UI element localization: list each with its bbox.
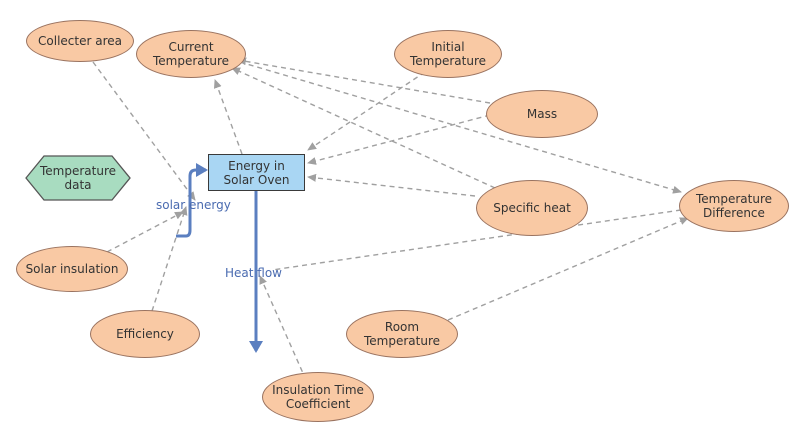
collecter-area-node[interactable]: Collecter area: [26, 20, 134, 62]
insulation-time-coefficient-node[interactable]: Insulation Time Coefficient: [262, 372, 374, 422]
link-collecter-area-to-solar-energy: [92, 61, 196, 201]
link-insulation-coefficient-to-heat-flow: [259, 275, 307, 381]
energy-in-solar-oven-stock[interactable]: Energy in Solar Oven: [208, 154, 305, 191]
solar-insulation-node[interactable]: Solar insulation: [16, 246, 128, 292]
specific-heat-node[interactable]: Specific heat: [476, 180, 588, 236]
temperature-difference-node[interactable]: Temperature Difference: [679, 180, 789, 232]
current-temperature-node[interactable]: Current Temperature: [136, 30, 246, 78]
link-initial-temperature-to-energy: [307, 71, 426, 151]
efficiency-node[interactable]: Efficiency: [90, 310, 200, 358]
solar-energy-flow-pipe[interactable]: [176, 163, 208, 238]
link-mass-to-current-temperature: [237, 57, 491, 104]
solar-energy-flow-label: solar energy: [156, 198, 231, 212]
link-temperature-difference-to-heat-flow: [271, 209, 682, 271]
link-specific-heat-to-current-temperature: [231, 67, 496, 189]
link-specific-heat-to-energy: [307, 173, 476, 197]
link-solar-insulation-to-solar-energy: [106, 211, 184, 253]
heat-flow-label: Heat flow: [225, 266, 282, 280]
room-temperature-node[interactable]: Room Temperature: [346, 310, 458, 358]
temperature-data-shape[interactable]: [25, 155, 131, 201]
mass-node[interactable]: Mass: [486, 90, 598, 138]
initial-temperature-node[interactable]: Initial Temperature: [394, 30, 502, 78]
link-mass-to-energy: [307, 114, 491, 165]
link-energy-to-current-temperature: [213, 79, 243, 155]
temperature-data-label: Temperature data: [39, 164, 116, 192]
link-efficiency-to-solar-energy: [151, 206, 188, 312]
link-room-temperature-to-temperature-difference: [447, 217, 689, 321]
link-current-temperature-to-temperature-difference: [239, 61, 682, 194]
